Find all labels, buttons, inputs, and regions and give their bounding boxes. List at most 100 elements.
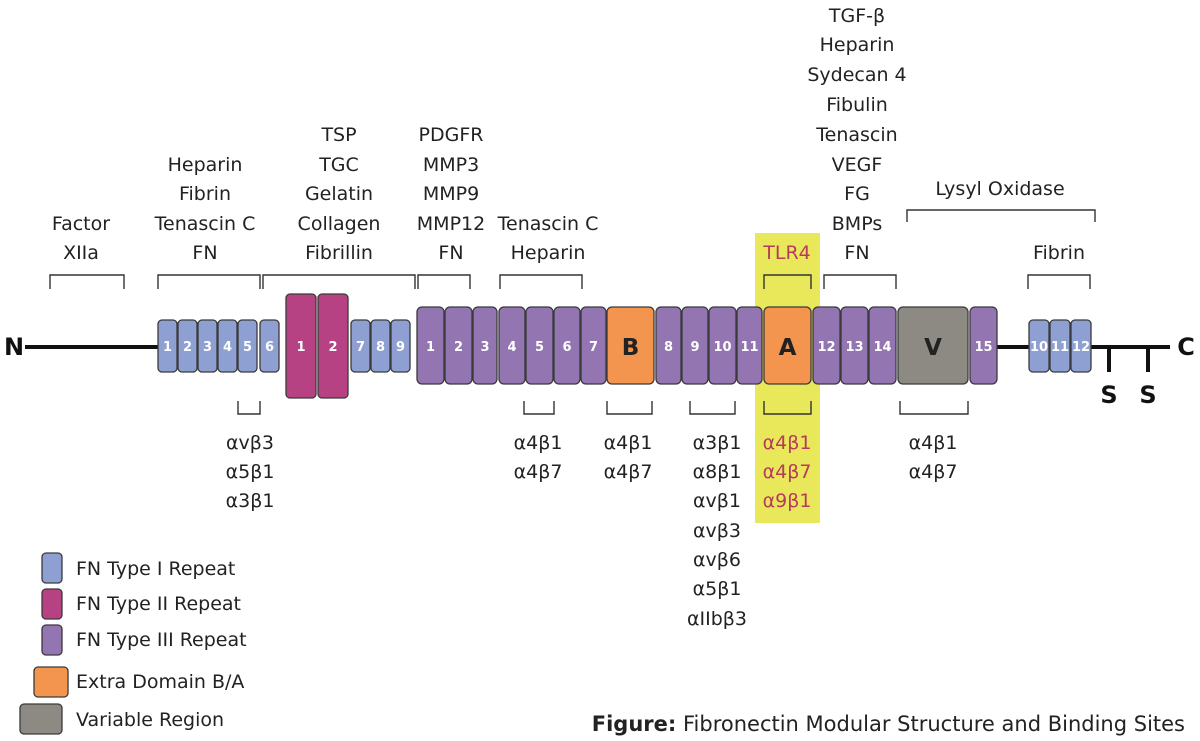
type3-domain-number: 11 xyxy=(740,340,758,355)
label-line: αvβ3 xyxy=(693,520,741,542)
type3-domain-number: 9 xyxy=(690,340,699,355)
bracket-pdgfr xyxy=(417,274,471,289)
type3-domain xyxy=(812,306,841,385)
type1-repeats-group-2: 7 8 9 xyxy=(350,319,411,373)
type3-domain xyxy=(655,306,682,385)
label-line: FG xyxy=(844,183,870,205)
type3-domain-number: 4 xyxy=(507,340,516,355)
bracket-fibrin xyxy=(1027,274,1091,289)
type1-domain-number: 12 xyxy=(1072,340,1090,355)
label-line: αIIbβ3 xyxy=(687,608,747,630)
integrin-labels-2: α4β1 α4β7 xyxy=(514,432,563,483)
label-line: α4β7 xyxy=(909,461,958,483)
label-line: MMP3 xyxy=(423,154,479,176)
label-line: FN xyxy=(438,242,463,264)
bracket-tlr4 xyxy=(763,274,812,289)
type1-domain-number: 6 xyxy=(265,340,274,355)
label-lysyl-oxidase: Lysyl Oxidase xyxy=(935,178,1064,200)
bracket-integrin-5 xyxy=(763,401,812,415)
label-line: α5β1 xyxy=(693,578,742,600)
label-line: α3β1 xyxy=(226,490,275,512)
label-tenascin-heparin: Tenascin C Heparin xyxy=(497,213,599,264)
type1-domain-number: 3 xyxy=(203,340,212,355)
bracket-integrin-3 xyxy=(606,401,653,415)
label-line: TSP xyxy=(320,124,356,146)
caption-text: Fibronectin Modular Structure and Bindin… xyxy=(676,712,1185,736)
label-line: αvβ1 xyxy=(693,490,741,512)
type1-domain xyxy=(1070,319,1092,373)
type3-repeats-group-1: 1 2 3 4 5 6 7 xyxy=(416,306,607,385)
type3-domain-number: 6 xyxy=(562,340,571,355)
label-line: Heparin xyxy=(511,242,586,264)
c-terminus-label: C xyxy=(1177,333,1195,361)
type3-domain xyxy=(969,306,998,385)
label-line: α4β1 xyxy=(763,432,812,454)
label-line: TGC xyxy=(318,154,359,176)
type1-domain xyxy=(350,319,371,373)
label-line: α3β1 xyxy=(693,432,742,454)
legend-swatch-extra-domain xyxy=(33,666,69,698)
bracket-tsp xyxy=(262,274,416,289)
label-line: FN xyxy=(192,242,217,264)
type1-domain xyxy=(1049,319,1071,373)
label-line: Heparin xyxy=(820,34,895,56)
integrin-labels-5: α4β1 α4β7 α9β1 xyxy=(763,432,812,512)
type3-domain-number: 8 xyxy=(664,340,673,355)
bracket-integrin-2 xyxy=(523,401,555,415)
type3-domain xyxy=(498,306,526,385)
type3-domain-number: 12 xyxy=(817,340,835,355)
extra-domain-a xyxy=(763,306,812,385)
type3-domain xyxy=(444,306,473,385)
label-tsp: TSP TGC Gelatin Collagen Fibrillin xyxy=(298,124,381,264)
type1-domain-number: 5 xyxy=(243,340,252,355)
label-line: Tenascin C xyxy=(497,213,599,235)
type2-domain-number: 2 xyxy=(328,340,337,355)
sulfur-label-2: S xyxy=(1139,381,1156,409)
type3-domain xyxy=(840,306,869,385)
type1-domain xyxy=(370,319,391,373)
type1-domain xyxy=(177,319,198,373)
variable-region-label: V xyxy=(924,335,942,361)
label-factor-xiia: Factor XIIa xyxy=(52,213,110,264)
type3-domain-number: 14 xyxy=(873,340,891,355)
label-line: MMP9 xyxy=(423,183,479,205)
type1-domain xyxy=(197,319,218,373)
type1-domain-number: 11 xyxy=(1051,340,1069,355)
label-line: Factor xyxy=(52,213,110,235)
legend-label-extra-domain: Extra Domain B/A xyxy=(76,671,244,693)
type1-repeats-group-3: 10 11 12 xyxy=(1028,319,1092,373)
label-line: α4β7 xyxy=(604,461,653,483)
label-line: FN xyxy=(844,242,869,264)
legend-swatch-type2 xyxy=(41,588,63,620)
type3-repeats-group-3: 12 13 14 xyxy=(812,306,897,385)
type1-domain-number: 7 xyxy=(356,340,365,355)
extra-domain-b xyxy=(606,306,655,385)
type3-domain xyxy=(525,306,554,385)
type1-domain xyxy=(237,319,258,373)
type1-domain-number: 9 xyxy=(396,340,405,355)
integrin-labels-1: αvβ3 α5β1 α3β1 xyxy=(226,432,275,512)
type3-domain-number: 13 xyxy=(845,340,863,355)
type1-domain-number: 10 xyxy=(1030,340,1048,355)
label-pdgfr: PDGFR MMP3 MMP9 MMP12 FN xyxy=(417,124,485,264)
type1-domain xyxy=(1028,319,1050,373)
legend: FN Type I Repeat FN Type II Repeat FN Ty… xyxy=(19,552,247,735)
integrin-labels-6: α4β1 α4β7 xyxy=(909,432,958,483)
bracket-tenascin xyxy=(499,274,583,289)
label-line: α4β7 xyxy=(514,461,563,483)
bracket-lysyl xyxy=(906,209,1096,222)
label-line: α4β7 xyxy=(763,461,812,483)
bracket-integrin-4 xyxy=(689,401,736,415)
label-line: Tenascin xyxy=(815,124,897,146)
type3-domain xyxy=(553,306,581,385)
caption-bold: Figure: xyxy=(592,712,677,736)
label-line: XIIa xyxy=(63,242,99,264)
extra-domain-a-label: A xyxy=(779,335,797,361)
type3-domain-number: 7 xyxy=(589,340,598,355)
type3-domain-number: 1 xyxy=(426,340,435,355)
legend-swatch-variable xyxy=(19,703,63,735)
label-line: VEGF xyxy=(832,154,883,176)
type2-domain-number: 1 xyxy=(296,340,305,355)
